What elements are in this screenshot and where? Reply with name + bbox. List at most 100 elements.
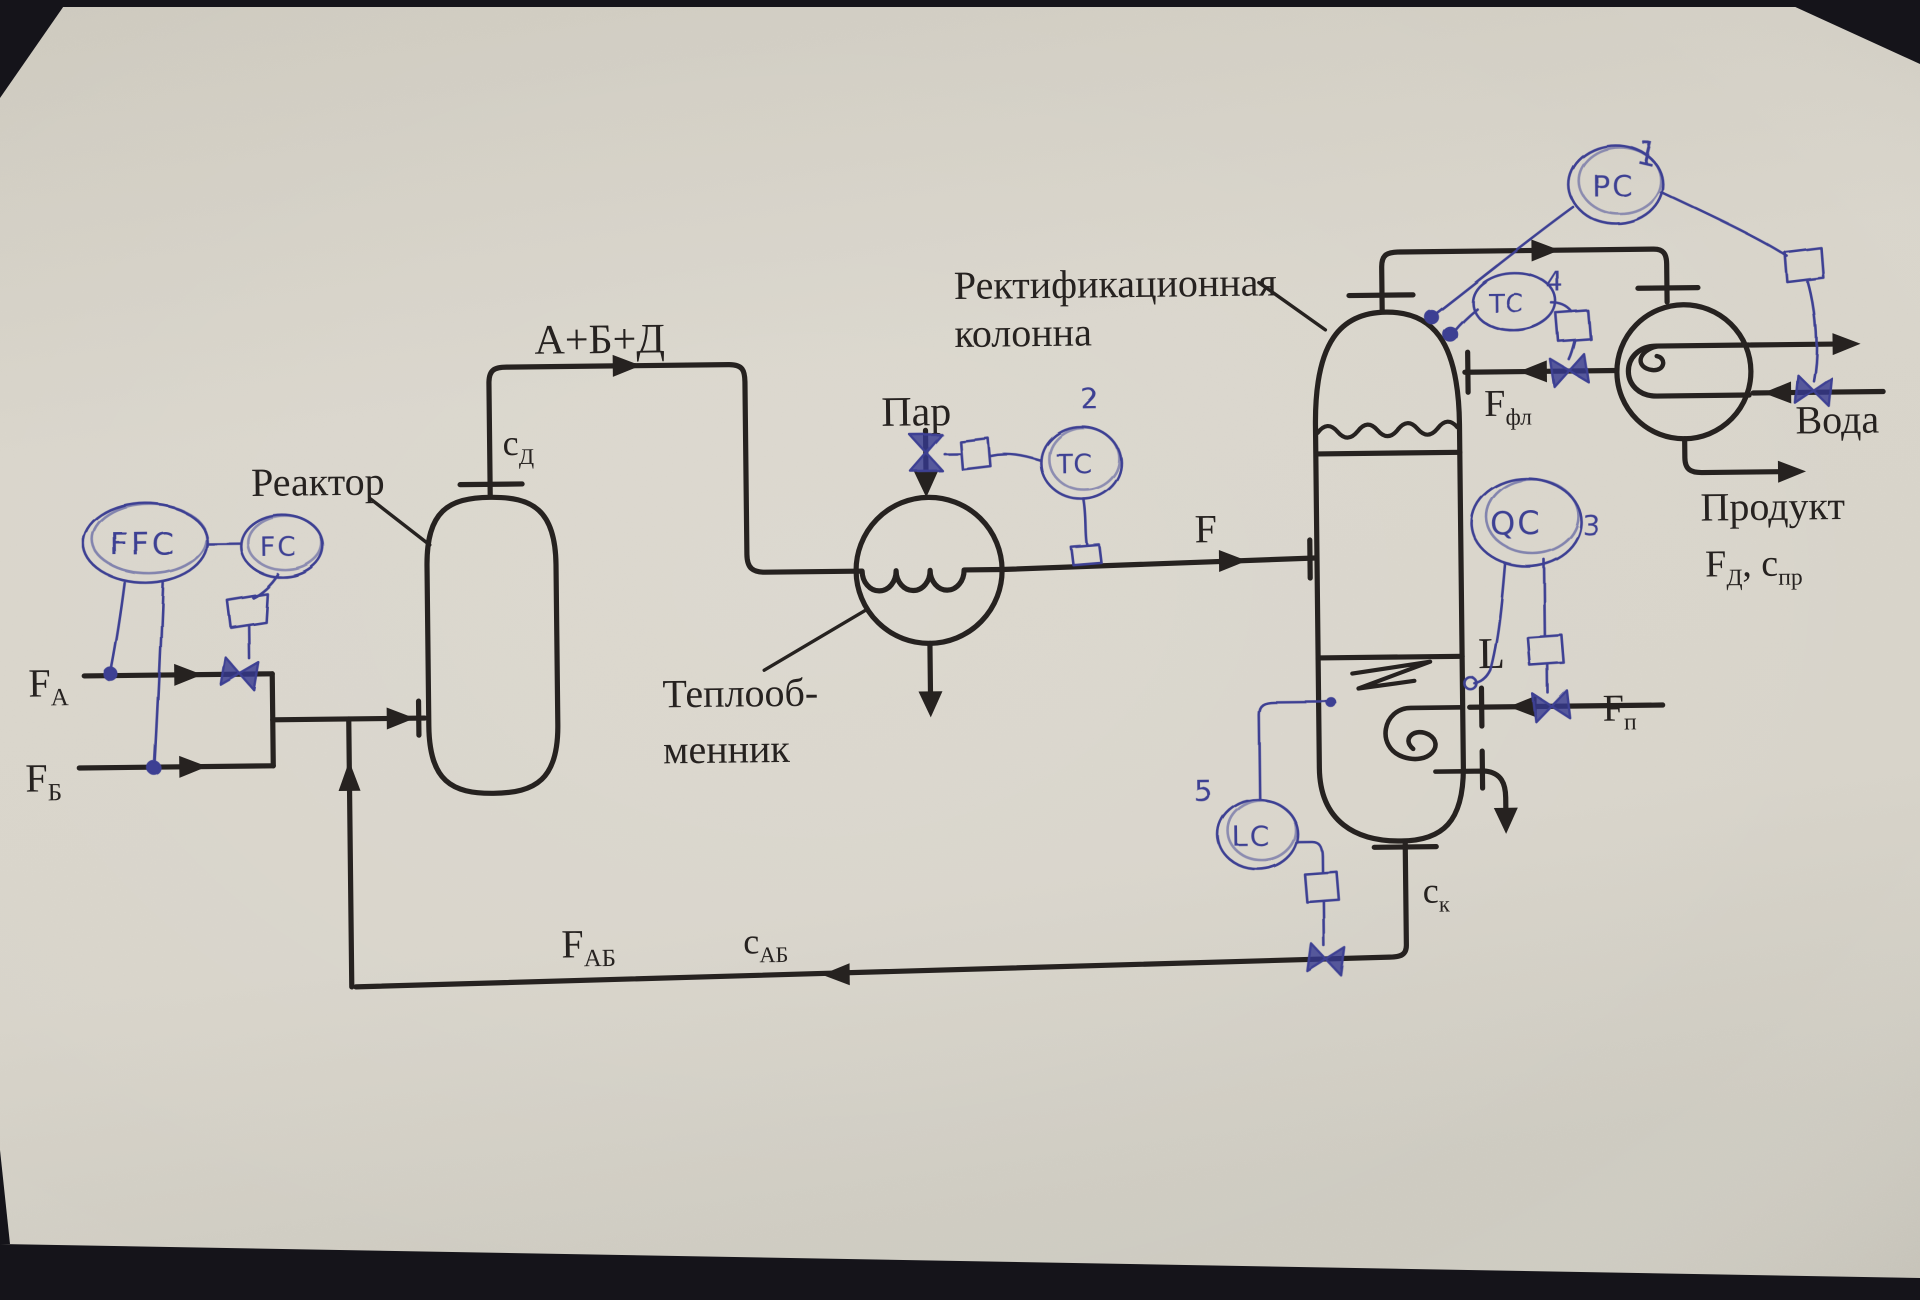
controller-qc3 bbox=[1470, 477, 1583, 568]
fp-valve-actuator bbox=[1526, 633, 1566, 667]
column-top-tick bbox=[1346, 292, 1416, 299]
arrow-hx-drain-down bbox=[918, 691, 943, 718]
feed-label: F bbox=[1194, 506, 1217, 551]
fc-tag: FC bbox=[261, 532, 300, 563]
controller-tags: FFC FC TC PC TC QC LC 1 2 3 4 5 bbox=[111, 133, 1662, 853]
loop-number-2: 2 bbox=[1081, 382, 1099, 415]
qc3-sensor-line bbox=[1473, 562, 1507, 685]
arrow-fb bbox=[179, 755, 208, 778]
arrow-overhead bbox=[612, 354, 641, 377]
arrow-reboiler-condensate bbox=[1493, 807, 1518, 834]
loop-number-5: 5 bbox=[1193, 774, 1212, 809]
pipe-water-out bbox=[1747, 341, 1850, 348]
ffc-tag: FFC bbox=[111, 527, 178, 564]
pc1-tag: PC bbox=[1592, 168, 1634, 202]
pipe-bottoms-recycle bbox=[353, 839, 1409, 990]
product-spec-label: FД, спр bbox=[1705, 542, 1803, 591]
pc1-sensor-line bbox=[1434, 205, 1575, 314]
pipe-product bbox=[1682, 436, 1793, 476]
water-valve-actuator bbox=[1784, 246, 1826, 284]
pipe-feed-b bbox=[76, 763, 276, 771]
fb-label: FБ bbox=[25, 755, 62, 806]
fa-sensor-dot bbox=[103, 667, 119, 682]
valve-fp bbox=[1531, 689, 1572, 724]
lc5-sensor-line bbox=[1257, 700, 1330, 800]
column-liquid-wave bbox=[1315, 419, 1460, 440]
column-top-sensor-dot-pc bbox=[1423, 309, 1439, 324]
reactor-label: Реактор bbox=[251, 459, 385, 506]
tc2-tag: TC bbox=[1055, 448, 1094, 479]
arrow-feed-column bbox=[1218, 550, 1248, 573]
pipe-reboiler-condensate bbox=[1460, 768, 1509, 821]
controller-lc5 bbox=[1216, 798, 1300, 871]
arrow-steam-down bbox=[913, 471, 938, 498]
arrow-vapor bbox=[1531, 239, 1560, 262]
recycle-valve-actuator bbox=[1303, 870, 1341, 904]
lc-wall-dot bbox=[1326, 697, 1337, 709]
lc5-tag: LC bbox=[1232, 819, 1272, 852]
arrow-reflux-left bbox=[1518, 360, 1548, 383]
arrow-water-out bbox=[1832, 333, 1861, 356]
pipe-feed-to-column bbox=[999, 555, 1318, 573]
qc3-tag: QC bbox=[1490, 504, 1542, 543]
pc1-actuator-link bbox=[1659, 190, 1789, 258]
arrow-recycle-up bbox=[338, 760, 361, 792]
arrow-reactor-feed bbox=[386, 707, 415, 730]
rectification-column bbox=[1312, 309, 1466, 844]
pipe-overhead bbox=[486, 362, 859, 575]
column-sump-scribble bbox=[1350, 659, 1433, 691]
overhead-label: А+Б+Д bbox=[534, 316, 665, 363]
hx-label-pointer bbox=[762, 607, 870, 672]
column-label-1: Ректификационная bbox=[954, 259, 1277, 308]
arrow-water-in-left bbox=[1763, 381, 1792, 404]
loop-number-3: 3 bbox=[1582, 509, 1600, 542]
fab-label: FАБ bbox=[561, 921, 616, 973]
controller-fc bbox=[240, 514, 326, 579]
loop-number-4: 4 bbox=[1546, 265, 1564, 298]
ffc-sensor-line-fb bbox=[153, 581, 165, 763]
column-tray-top bbox=[1315, 449, 1463, 457]
printed-labels: Реактор А+Б+Д сД Пар Теплооб- менник Рек… bbox=[25, 259, 1879, 973]
reflux-valve-actuator bbox=[1554, 309, 1592, 343]
valve-steam bbox=[908, 432, 944, 472]
column-label-pointer bbox=[1257, 280, 1328, 332]
valve-recycle bbox=[1306, 942, 1347, 978]
fp-label: Fп bbox=[1602, 687, 1637, 735]
arrow-product bbox=[1777, 460, 1807, 483]
water-valve-stem bbox=[1806, 281, 1818, 382]
fb-sensor-dot bbox=[146, 760, 162, 776]
column-tray-bottom bbox=[1315, 653, 1465, 661]
steam-valve-actuator bbox=[958, 436, 992, 471]
fa-valve-actuator bbox=[226, 592, 269, 629]
hx-label-2: менник bbox=[663, 726, 791, 772]
arrow-fa bbox=[174, 663, 203, 686]
condenser-coil-curl bbox=[1638, 343, 1666, 373]
tc2-actuator-link bbox=[988, 452, 1042, 462]
reflux-valve-stem bbox=[1567, 339, 1576, 361]
ffl-label: Fфл bbox=[1484, 382, 1532, 431]
valve-feed-a bbox=[218, 655, 260, 691]
tc2-sensor-probe bbox=[1069, 543, 1103, 567]
ck-label: ск bbox=[1423, 870, 1451, 916]
level-label: L bbox=[1478, 629, 1505, 678]
flow-arrows bbox=[174, 239, 1861, 986]
pipe-recycle-riser bbox=[346, 716, 355, 990]
controller-tc4 bbox=[1470, 271, 1558, 332]
fa-label: FА bbox=[28, 660, 69, 711]
steam-label: Пар bbox=[881, 389, 952, 436]
pipe-vapor bbox=[1379, 246, 1670, 313]
column-top-sensor-dot-tc bbox=[1441, 325, 1458, 342]
valve-water bbox=[1793, 373, 1833, 408]
condenser-top-tick bbox=[1635, 285, 1701, 291]
hx-label-1: Теплооб- bbox=[662, 670, 818, 717]
tc2-sensor-line bbox=[1081, 497, 1089, 546]
reactor-vessel bbox=[424, 494, 561, 796]
water-label: Вода bbox=[1795, 397, 1879, 443]
qc3-actuator-line bbox=[1542, 558, 1547, 637]
arrow-recycle-left bbox=[821, 963, 850, 986]
cd-label: сД bbox=[502, 423, 534, 469]
reboiler-coil bbox=[1383, 705, 1465, 762]
